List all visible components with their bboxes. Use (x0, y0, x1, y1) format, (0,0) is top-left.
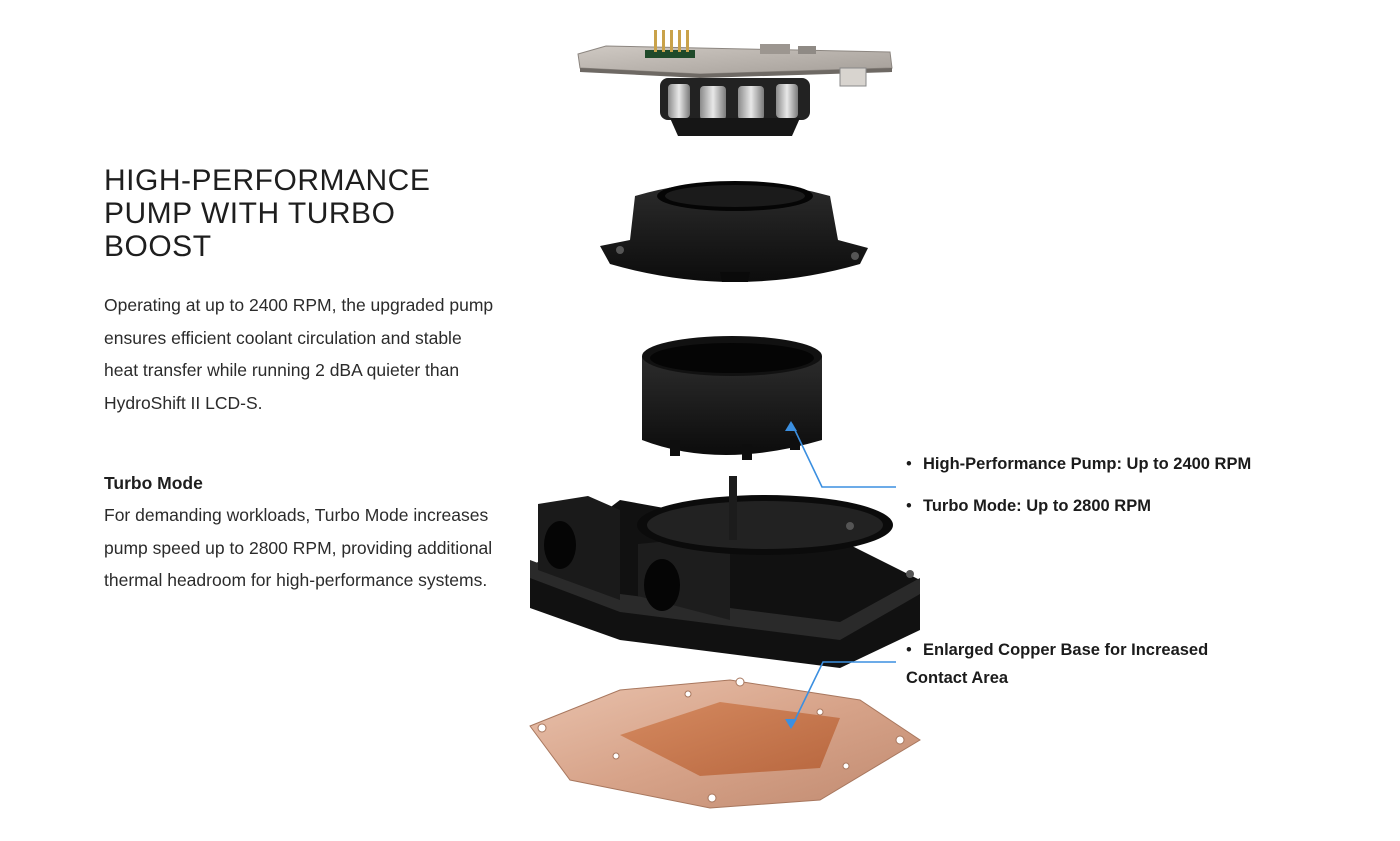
turbo-mode-paragraph: For demanding workloads, Turbo Mode incr… (104, 505, 493, 590)
bullet-icon: • (906, 641, 912, 659)
callout-copper-base: •Enlarged Copper Base for Increased Cont… (906, 636, 1246, 692)
pump-top-cap (600, 181, 868, 282)
feature-text-column: HIGH-PERFORMANCE PUMP WITH TURBO BOOST O… (104, 164, 494, 597)
impeller-housing (642, 336, 822, 460)
arrow-head-copper (785, 719, 797, 729)
pcb-motor-assembly (577, 30, 893, 136)
leader-line-impeller (791, 423, 896, 488)
pump-exploded-diagram (520, 0, 1400, 841)
callout-pump-rpm-label: High-Performance Pump: Up to 2400 RPM (923, 455, 1252, 473)
pump-body (530, 476, 920, 668)
bullet-icon: • (906, 455, 912, 473)
copper-cold-plate (529, 677, 921, 809)
exploded-view-illustration (529, 30, 921, 809)
intro-paragraph: Operating at up to 2400 RPM, the upgrade… (104, 295, 494, 413)
turbo-mode-title: Turbo Mode (104, 473, 203, 493)
callout-pump-rpm: • High-Performance Pump: Up to 2400 RPM (906, 450, 1251, 478)
callout-copper-base-label: Enlarged Copper Base for Increased Conta… (906, 641, 1209, 687)
arrow-head-impeller (785, 421, 797, 431)
leader-line-copper (791, 661, 896, 727)
section-headline: HIGH-PERFORMANCE PUMP WITH TURBO BOOST (104, 164, 431, 263)
callout-turbo-rpm-label: Turbo Mode: Up to 2800 RPM (923, 497, 1151, 515)
callout-leader-lines (791, 423, 896, 727)
bullet-icon: • (906, 497, 912, 515)
callout-turbo-rpm: • Turbo Mode: Up to 2800 RPM (906, 492, 1151, 520)
